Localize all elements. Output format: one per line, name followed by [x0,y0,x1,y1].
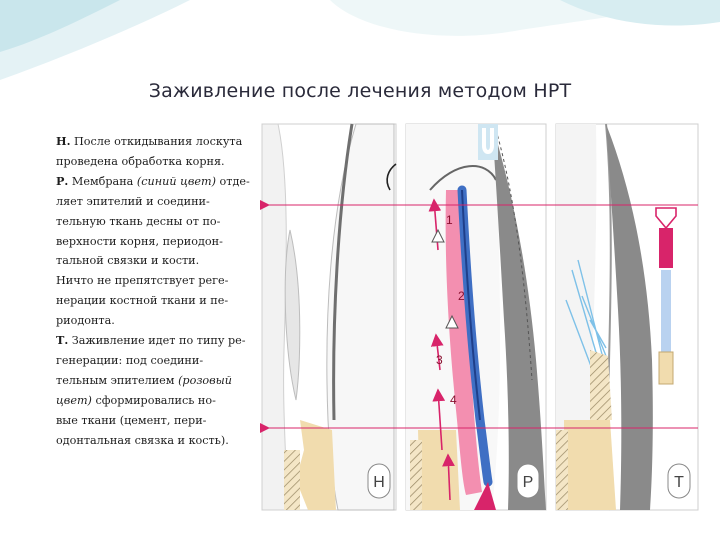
panel-p-drawing [406,124,546,510]
caption-line: верхности корня, периодон- [56,234,223,248]
slide-title: Заживление после лечения методом НРТ [148,80,572,102]
svg-text:Р: Р [523,474,534,491]
caption-line: Н. После откидывания лоскута [56,134,243,148]
caption-line: Р. Мембрана (синий цвет) отде- [56,173,250,188]
panel-t-drawing [556,123,677,511]
corner-decoration [0,0,720,80]
panel-h-badge: Н [367,463,391,499]
number-label-2: 2 [458,289,465,303]
number-label-3: 3 [436,353,443,367]
lower-guide-arrow [260,423,270,433]
upper-guide-arrow [260,200,270,210]
caption-line: одонтальная связка и кость). [56,433,229,447]
panel-t-badge: Т [667,463,691,499]
number-label-4: 4 [450,393,457,407]
caption-line: цвет) сформировались но- [56,393,216,407]
caption-line: Ничто не препятствует реге- [56,274,229,288]
caption-line: вые ткани (цемент, пери- [56,413,207,427]
caption-line: проведена обработка корня. [56,154,225,168]
number-label-1: 1 [446,213,453,227]
caption-text: Н. После откидывания лоскута проведена о… [56,132,261,462]
caption-line: генерации: под соедини- [56,353,204,367]
caption-line: нерации костной ткани и пе- [56,294,229,308]
caption-line: тальной связки и кости. [56,254,200,268]
caption-line: тельную ткань десны от по- [56,214,221,228]
panel-h-drawing [261,123,397,511]
caption-line: Т. Заживление идет по типу ре- [56,333,246,348]
panel-p-badge: Р [516,463,540,499]
caption-line: риодонта. [56,314,115,328]
svg-text:Т: Т [674,474,684,491]
caption-line: ляет эпителий и соедини- [56,194,210,208]
healing-illustration: 1 2 3 4 Н Р Т [260,123,699,511]
svg-text:Н: Н [373,474,385,491]
caption-line: тельным эпителием (розовый [56,373,232,387]
